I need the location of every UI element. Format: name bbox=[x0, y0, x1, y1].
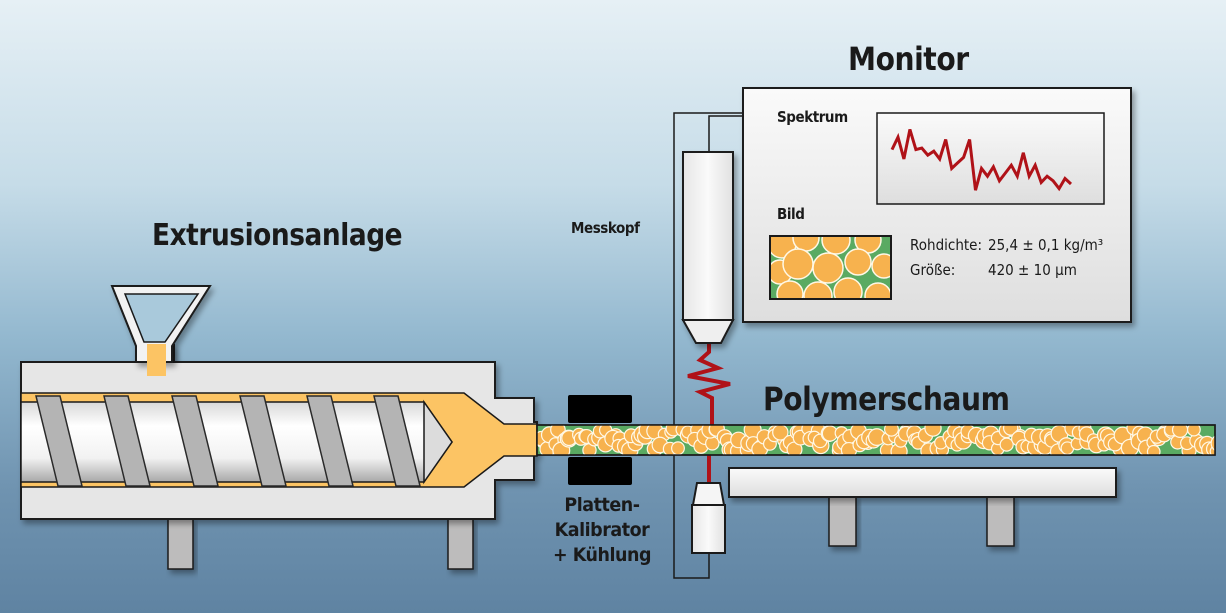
foam-strand bbox=[536, 424, 1226, 456]
foam-cell bbox=[1219, 428, 1226, 440]
receiver-head bbox=[691, 482, 726, 506]
calibrator-label-line1: Platten- bbox=[564, 494, 640, 516]
spectrum-window bbox=[876, 112, 1105, 205]
density-label: Rohdichte: bbox=[910, 236, 983, 254]
image-label: Bild bbox=[777, 205, 805, 223]
calibrator-plate-top bbox=[568, 395, 632, 423]
calibrator-label: Platten- Kalibrator + Kühlung bbox=[550, 493, 653, 568]
foam-cell bbox=[1146, 444, 1161, 455]
spectrum-line bbox=[890, 128, 1073, 192]
calibrator-label-line3: + Kühlung bbox=[552, 544, 652, 566]
extrusion-plant-title: Extrusionsanlage bbox=[152, 218, 403, 253]
foam-image-cell bbox=[871, 253, 891, 279]
size-label: Größe: bbox=[910, 261, 956, 279]
extruder-support-right bbox=[447, 518, 474, 570]
measuring-head-label: Messkopf bbox=[571, 219, 640, 237]
density-value: 25,4 ± 0,1 kg/m³ bbox=[988, 236, 1104, 254]
support-table bbox=[728, 467, 1117, 498]
foam-image-cell bbox=[803, 281, 833, 299]
hopper-inner bbox=[123, 293, 200, 343]
measuring-head bbox=[681, 151, 735, 344]
calibrator-label-line2: Kalibrator bbox=[554, 519, 650, 541]
foam-image-cell bbox=[782, 248, 814, 280]
foam-cell bbox=[924, 425, 942, 437]
foam-cell bbox=[671, 441, 685, 455]
signal-wave bbox=[687, 342, 731, 425]
foam-cell bbox=[883, 425, 899, 437]
monitor-title: Monitor bbox=[848, 40, 969, 78]
spectrum-label: Spektrum bbox=[777, 108, 848, 126]
polymer-foam-title: Polymerschaum bbox=[763, 380, 1010, 418]
size-value: 420 ± 10 µm bbox=[988, 261, 1077, 279]
extruder-support-left bbox=[167, 518, 194, 570]
screw-tip bbox=[423, 399, 453, 485]
foam-image-cell bbox=[776, 280, 804, 299]
table-leg-right bbox=[986, 495, 1015, 547]
foam-cell bbox=[1210, 435, 1215, 452]
foam-cell bbox=[772, 425, 789, 441]
foam-image-cell bbox=[833, 277, 863, 299]
table-leg-left bbox=[828, 495, 857, 547]
foam-image bbox=[769, 235, 892, 300]
probe-frame bbox=[673, 112, 744, 579]
hopper-melt bbox=[147, 344, 166, 376]
screw-flights bbox=[35, 395, 421, 487]
receiver-body bbox=[691, 504, 726, 554]
foam-image-cell bbox=[864, 282, 891, 299]
foam-cell bbox=[1186, 425, 1201, 437]
calibrator-plate-bottom bbox=[568, 457, 632, 485]
foam-image-cell bbox=[844, 248, 872, 276]
foam-image-cell bbox=[821, 236, 851, 255]
probe-cable bbox=[708, 115, 744, 152]
foam-image-cell bbox=[812, 252, 844, 284]
